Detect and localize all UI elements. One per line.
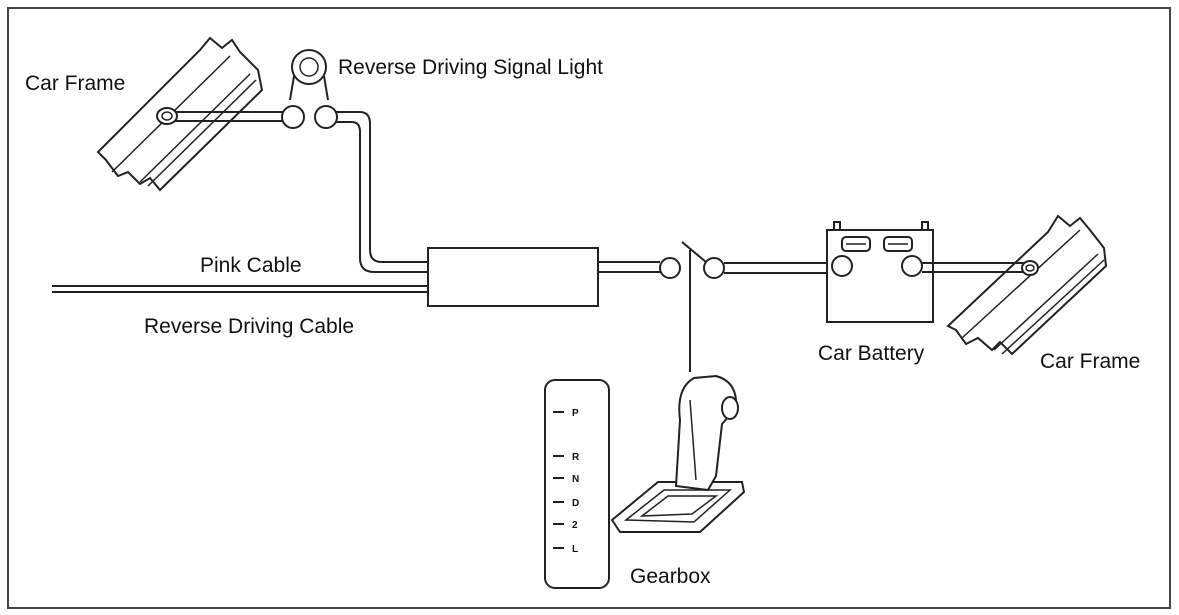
gear-position-R: R (553, 452, 580, 463)
svg-text:L: L (572, 544, 578, 555)
svg-text:P: P (572, 408, 579, 419)
signal-light-terminal-right (314, 105, 338, 129)
gear-indicator-panel (544, 379, 610, 589)
svg-text:R: R (572, 452, 580, 463)
gear-position-P: P (553, 408, 579, 419)
signal-light-bulb-icon (289, 49, 329, 101)
reverse-cable-label: Reverse Driving Cable (144, 315, 354, 338)
car-frame-right-rail (946, 214, 1108, 356)
car-frame-left-rail (96, 36, 264, 192)
signal-light-terminal-left (281, 105, 305, 129)
pink-cable-label: Pink Cable (200, 254, 302, 277)
svg-text:D: D (572, 498, 579, 509)
relay-box (427, 247, 599, 307)
diagram-border (7, 7, 1171, 609)
car-battery-label: Car Battery (818, 342, 925, 365)
gearbox-label: Gearbox (630, 565, 711, 588)
gear-position-2: 2 (553, 520, 578, 531)
ground-terminal-right (1021, 260, 1039, 276)
switch-terminal-left (659, 257, 681, 279)
switch-terminal-right (703, 257, 725, 279)
switch-blade (681, 241, 707, 263)
gear-shifter-icon (610, 374, 746, 533)
car-frame-right-label: Car Frame (1040, 350, 1140, 373)
car-frame-left-label: Car Frame (25, 72, 125, 95)
svg-text:2: 2 (572, 520, 578, 531)
gear-position-N: N (553, 474, 579, 485)
svg-text:N: N (572, 474, 579, 485)
ground-terminal-left (156, 107, 178, 125)
gear-position-L: L (553, 544, 578, 555)
car-battery-icon (826, 221, 934, 323)
signal-light-label: Reverse Driving Signal Light (338, 56, 603, 79)
gear-position-D: D (553, 498, 579, 509)
